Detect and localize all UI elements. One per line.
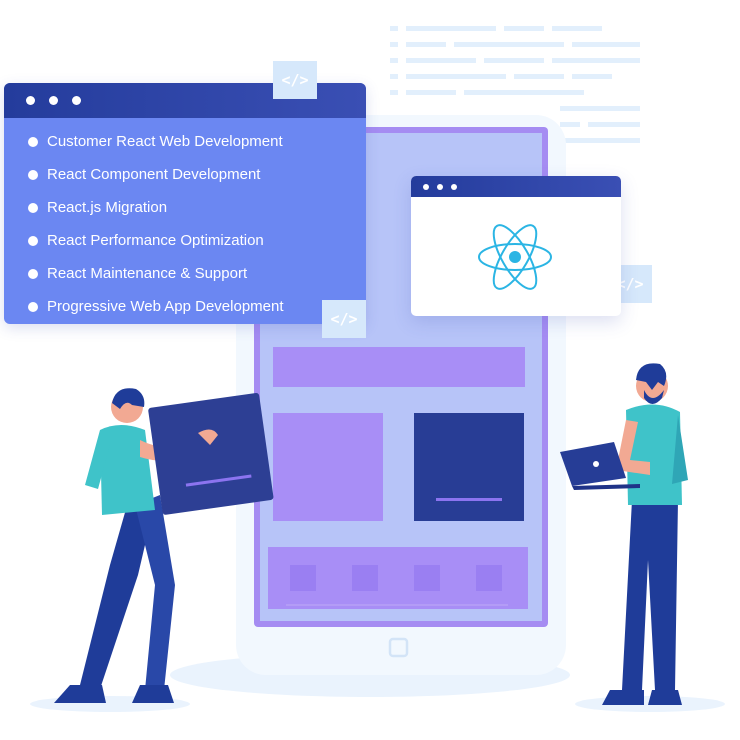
service-label: React Maintenance & Support: [47, 265, 248, 282]
bullet-icon: [28, 202, 38, 213]
service-label: Progressive Web App Development: [47, 298, 284, 315]
service-label: Customer React Web Development: [47, 133, 283, 150]
service-item: React Performance Optimization: [28, 224, 366, 257]
react-window: [411, 176, 621, 316]
window-dot: [49, 96, 58, 105]
home-button-icon: [388, 637, 409, 658]
service-label: React.js Migration: [47, 199, 168, 216]
window-dot: [72, 96, 81, 105]
bullet-icon: [28, 136, 38, 147]
bullet-icon: [28, 235, 38, 246]
person-left: [54, 388, 274, 703]
bullet-icon: [28, 301, 38, 312]
service-item: React Maintenance & Support: [28, 257, 366, 290]
code-lines-decoration: [390, 26, 640, 143]
services-list: Customer React Web Development React Com…: [4, 118, 366, 323]
window-dots-icon: [411, 176, 621, 197]
service-item: Customer React Web Development: [28, 125, 366, 158]
window-dot: [423, 183, 429, 190]
person-right: [560, 363, 688, 705]
laptop-icon: [560, 442, 640, 490]
react-logo-icon: [478, 224, 552, 290]
window-dot: [451, 183, 457, 190]
service-label: React Performance Optimization: [47, 232, 264, 249]
code-badge-icon: </>: [322, 300, 366, 338]
bullet-icon: [28, 268, 38, 279]
window-dot: [437, 183, 443, 190]
service-item: React.js Migration: [28, 191, 366, 224]
services-window: Customer React Web Development React Com…: [4, 83, 366, 324]
service-label: React Component Development: [47, 166, 261, 183]
service-item: Progressive Web App Development: [28, 290, 366, 323]
window-dot: [26, 96, 35, 105]
code-badge-icon: </>: [273, 61, 317, 99]
bullet-icon: [28, 169, 38, 180]
service-item: React Component Development: [28, 158, 366, 191]
